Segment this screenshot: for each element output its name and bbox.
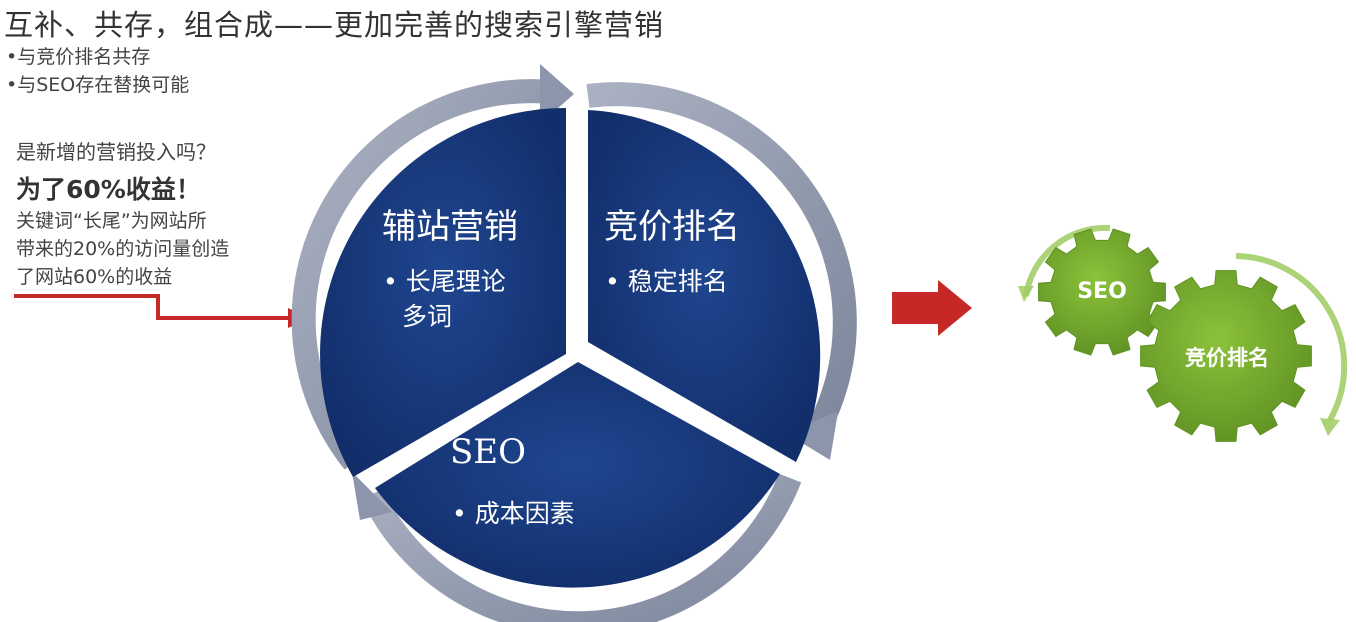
description-line: 带来的20%的访问量创造 [16,238,230,260]
gear-icon [1140,270,1312,442]
segment-title-support-site: 辅站营销 [382,207,518,247]
segment-bid-ranking [588,110,821,462]
description-line: 关键词“长尾”为网站所 [16,210,207,232]
segment-bullet: • 长尾理论 [383,267,506,296]
question-text: 是新增的营销投入吗？ [16,140,216,164]
red-connector-arrow [14,294,310,328]
gear-icon [1038,228,1166,356]
segment-seo [375,362,780,588]
highlight-text: 为了60%收益！ [16,175,201,204]
red-arrow-icon [892,280,972,336]
description-line: 了网站60%的收益 [16,266,173,288]
segment-title-seo: SEO [450,432,526,472]
curved-arrow-icon [352,472,802,622]
curved-arrow-icon [1023,224,1111,297]
curved-arrow-icon [586,82,857,460]
segment-bullet: • 稳定排名 [605,267,728,296]
subtitle-replace: •与SEO存在替换可能 [6,74,190,96]
curved-arrow-icon [1235,253,1348,422]
subtitle-coexist: •与竞价排名共存 [6,46,151,68]
gear-label-bid-ranking: 竞价排名 [1185,346,1269,370]
segment-bullet: • 成本因素 [452,499,575,528]
segment-bullet: 多词 [402,302,453,331]
page-title: 互补、共存，组合成——更加完善的搜索引擎营销 [4,8,665,42]
segment-support-site [320,108,566,477]
gear-label-seo: SEO [1077,279,1127,304]
segment-title-bid-ranking: 竞价排名 [604,207,740,247]
